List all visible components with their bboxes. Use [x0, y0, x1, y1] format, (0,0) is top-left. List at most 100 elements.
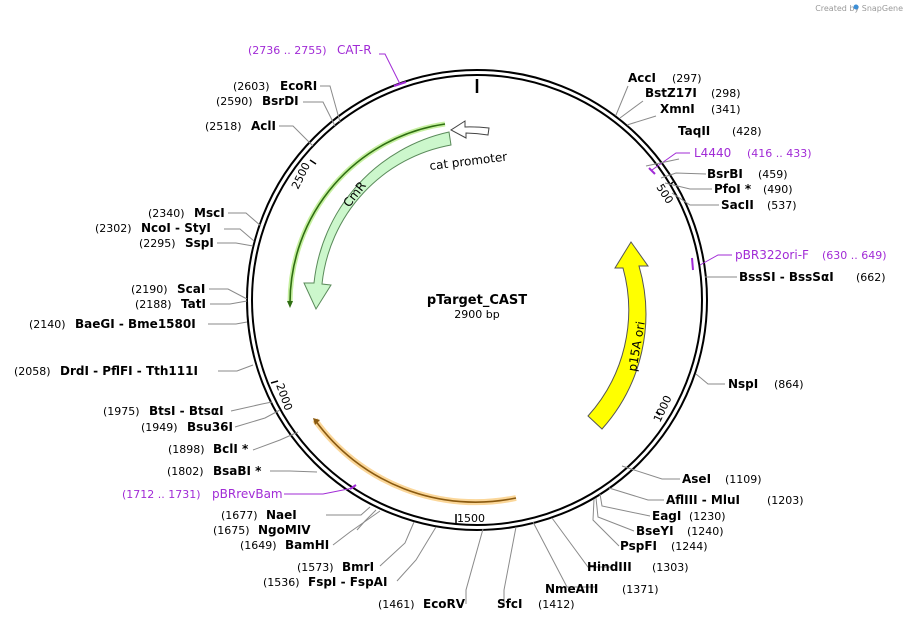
plasmid-size: 2900 bp [454, 308, 499, 321]
site-pos: (297) [672, 72, 702, 85]
site-name[interactable]: PfoI * [714, 182, 752, 196]
cat-promoter-label: cat promoter [429, 150, 508, 173]
green-feature[interactable] [289, 123, 446, 304]
primer-name[interactable]: L4440 [694, 146, 731, 160]
site-pos: (490) [763, 183, 793, 196]
site-name[interactable]: BstZ17I [645, 86, 697, 100]
site-pos: (2140) [29, 318, 66, 331]
site-name[interactable]: AseI [682, 472, 711, 486]
site-name[interactable]: BsaBI * [213, 464, 262, 478]
site-name[interactable]: BtsI - BtsαI [149, 404, 224, 418]
site-pos: (1802) [167, 465, 204, 478]
tick-marks: 500 1000 1500 2000 2500 [270, 159, 676, 525]
site-name[interactable]: BaeGI - Bme1580I [75, 317, 196, 331]
cat-promoter-feature[interactable] [450, 120, 490, 139]
site-name[interactable]: SfcI [497, 597, 522, 611]
site-name[interactable]: ScaI [177, 282, 205, 296]
site-pos: (662) [856, 271, 886, 284]
site-name[interactable]: TaqII [678, 124, 710, 138]
site-name[interactable]: AclI [251, 119, 276, 133]
site-name[interactable]: BsrDI [262, 94, 299, 108]
site-pos: (2518) [205, 120, 242, 133]
plasmid-name: pTarget_CAST [427, 293, 527, 308]
snapgene-credit: Created by SnapGene [815, 4, 903, 13]
site-name[interactable]: NspI [728, 377, 758, 391]
site-name[interactable]: AflIII - MluI [666, 493, 740, 507]
tick-1000: 1000 [651, 393, 675, 424]
primer-pos: (630 .. 649) [822, 249, 887, 262]
cmr-feature[interactable] [303, 131, 452, 311]
site-pos: (1461) [378, 598, 415, 611]
site-pos: (1412) [538, 598, 575, 611]
primer-name[interactable]: pBRrevBam [212, 487, 283, 501]
site-name[interactable]: HindIII [587, 560, 632, 574]
site-name[interactable]: BsrBI [707, 167, 743, 181]
site-name[interactable]: BclI * [213, 442, 249, 456]
site-pos: (459) [758, 168, 788, 181]
site-pos: (864) [774, 378, 804, 391]
site-name[interactable]: BssSI - BssSαI [739, 270, 834, 284]
snapgene-logo-icon [853, 4, 859, 10]
backbone-outer-ring [246, 69, 708, 531]
site-pos: (2603) [233, 80, 270, 93]
p15a-ori-feature[interactable] [587, 241, 649, 430]
tick-2500: 2500 [289, 160, 313, 191]
site-name[interactable]: AccI [628, 71, 656, 85]
site-name[interactable]: MscI [194, 206, 225, 220]
tick-1500: 1500 [457, 512, 485, 525]
site-name[interactable]: SacII [721, 198, 754, 212]
site-pos: (1303) [652, 561, 689, 574]
site-pos: (2188) [135, 298, 172, 311]
site-name[interactable]: EcoRI [280, 79, 317, 93]
site-pos: (428) [732, 125, 762, 138]
primer-name[interactable]: pBR322ori-F [735, 248, 809, 262]
site-pos: (1573) [297, 561, 334, 574]
tick-2000: 2000 [273, 382, 295, 413]
site-name[interactable]: FspI - FspAI [308, 575, 387, 589]
site-pos: (1371) [622, 583, 659, 596]
site-name[interactable]: NgoMIV [258, 523, 311, 537]
site-labels-right: AccI (297) BstZ17I (298) XmnI (341) TaqI… [497, 71, 886, 611]
orange-feature[interactable] [314, 419, 517, 503]
site-name[interactable]: PspFI [620, 539, 657, 553]
site-pos: (2058) [14, 365, 51, 378]
site-name[interactable]: BmrI [342, 560, 374, 574]
site-pos: (1244) [671, 540, 708, 553]
site-name[interactable]: XmnI [660, 102, 695, 116]
site-name[interactable]: NmeAIII [545, 582, 598, 596]
site-pos: (2302) [95, 222, 132, 235]
leader-lines [208, 53, 737, 605]
green-feature-arrowhead [287, 301, 293, 308]
site-pos: (1109) [725, 473, 762, 486]
site-name[interactable]: BamHI [285, 538, 329, 552]
site-pos: (2590) [216, 95, 253, 108]
site-pos: (1649) [240, 539, 277, 552]
site-pos: (1677) [221, 509, 258, 522]
primer-pos: (2736 .. 2755) [248, 44, 327, 57]
site-pos: (341) [711, 103, 741, 116]
orange-feature-arrowhead [313, 418, 320, 425]
site-name[interactable]: Bsu36I [187, 420, 233, 434]
primer-pos: (1712 .. 1731) [122, 488, 201, 501]
site-pos: (1230) [689, 510, 726, 523]
backbone-inner-ring [251, 74, 703, 526]
site-pos: (1536) [263, 576, 300, 589]
site-pos: (1975) [103, 405, 140, 418]
primer-name[interactable]: CAT-R [337, 43, 372, 57]
site-pos: (2340) [148, 207, 185, 220]
site-name[interactable]: NcoI - StyI [141, 221, 211, 235]
site-name[interactable]: DrdI - PflFI - Tth111I [60, 364, 198, 378]
site-pos: (1203) [767, 494, 804, 507]
site-pos: (1240) [687, 525, 724, 538]
site-pos: (1949) [141, 421, 178, 434]
site-name[interactable]: BseYI [636, 524, 674, 538]
site-pos: (2295) [139, 237, 176, 250]
site-labels-left: (1461) EcoRV (1536) FspI - FspAI (1573) … [14, 79, 466, 611]
site-name[interactable]: SspI [185, 236, 214, 250]
site-name[interactable]: EcoRV [423, 597, 466, 611]
site-name[interactable]: NaeI [266, 508, 297, 522]
site-name[interactable]: TatI [181, 297, 206, 311]
site-name[interactable]: EagI [652, 509, 681, 523]
site-pos: (298) [711, 87, 741, 100]
